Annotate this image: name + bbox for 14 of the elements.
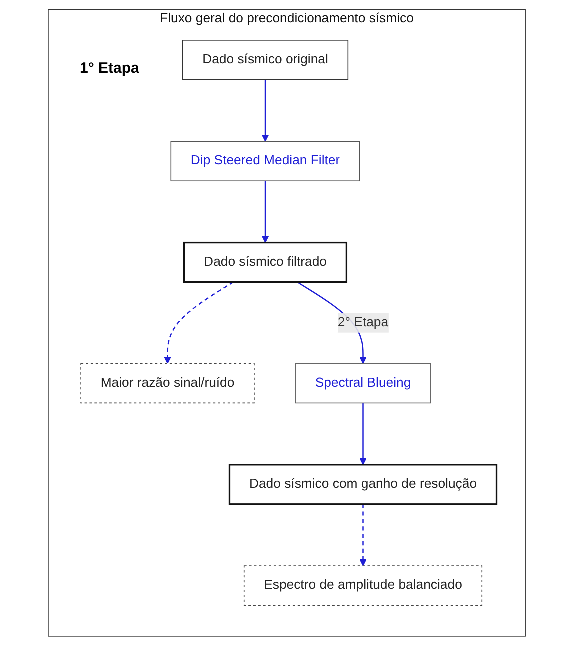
node-box: Dado sísmico com ganho de resolução [228,464,498,505]
arrow [360,402,367,465]
arrow [262,180,270,243]
node-box: Dip Steered Median Filter [170,140,360,182]
node-box: Spectral Blueing [295,362,432,404]
arrow [164,281,234,364]
node-box: Maior razão sinal/ruído [80,362,255,404]
node-box: Espectro de amplitude balanciado [244,565,483,606]
node-box: Dado sísmico original [182,40,349,80]
arrow [360,504,367,566]
edge-label: 2° Etapa [338,315,389,330]
node-box: Dado sísmico filtrado [184,241,348,283]
arrow [262,79,270,142]
stage-label: 1° Etapa [80,60,140,77]
